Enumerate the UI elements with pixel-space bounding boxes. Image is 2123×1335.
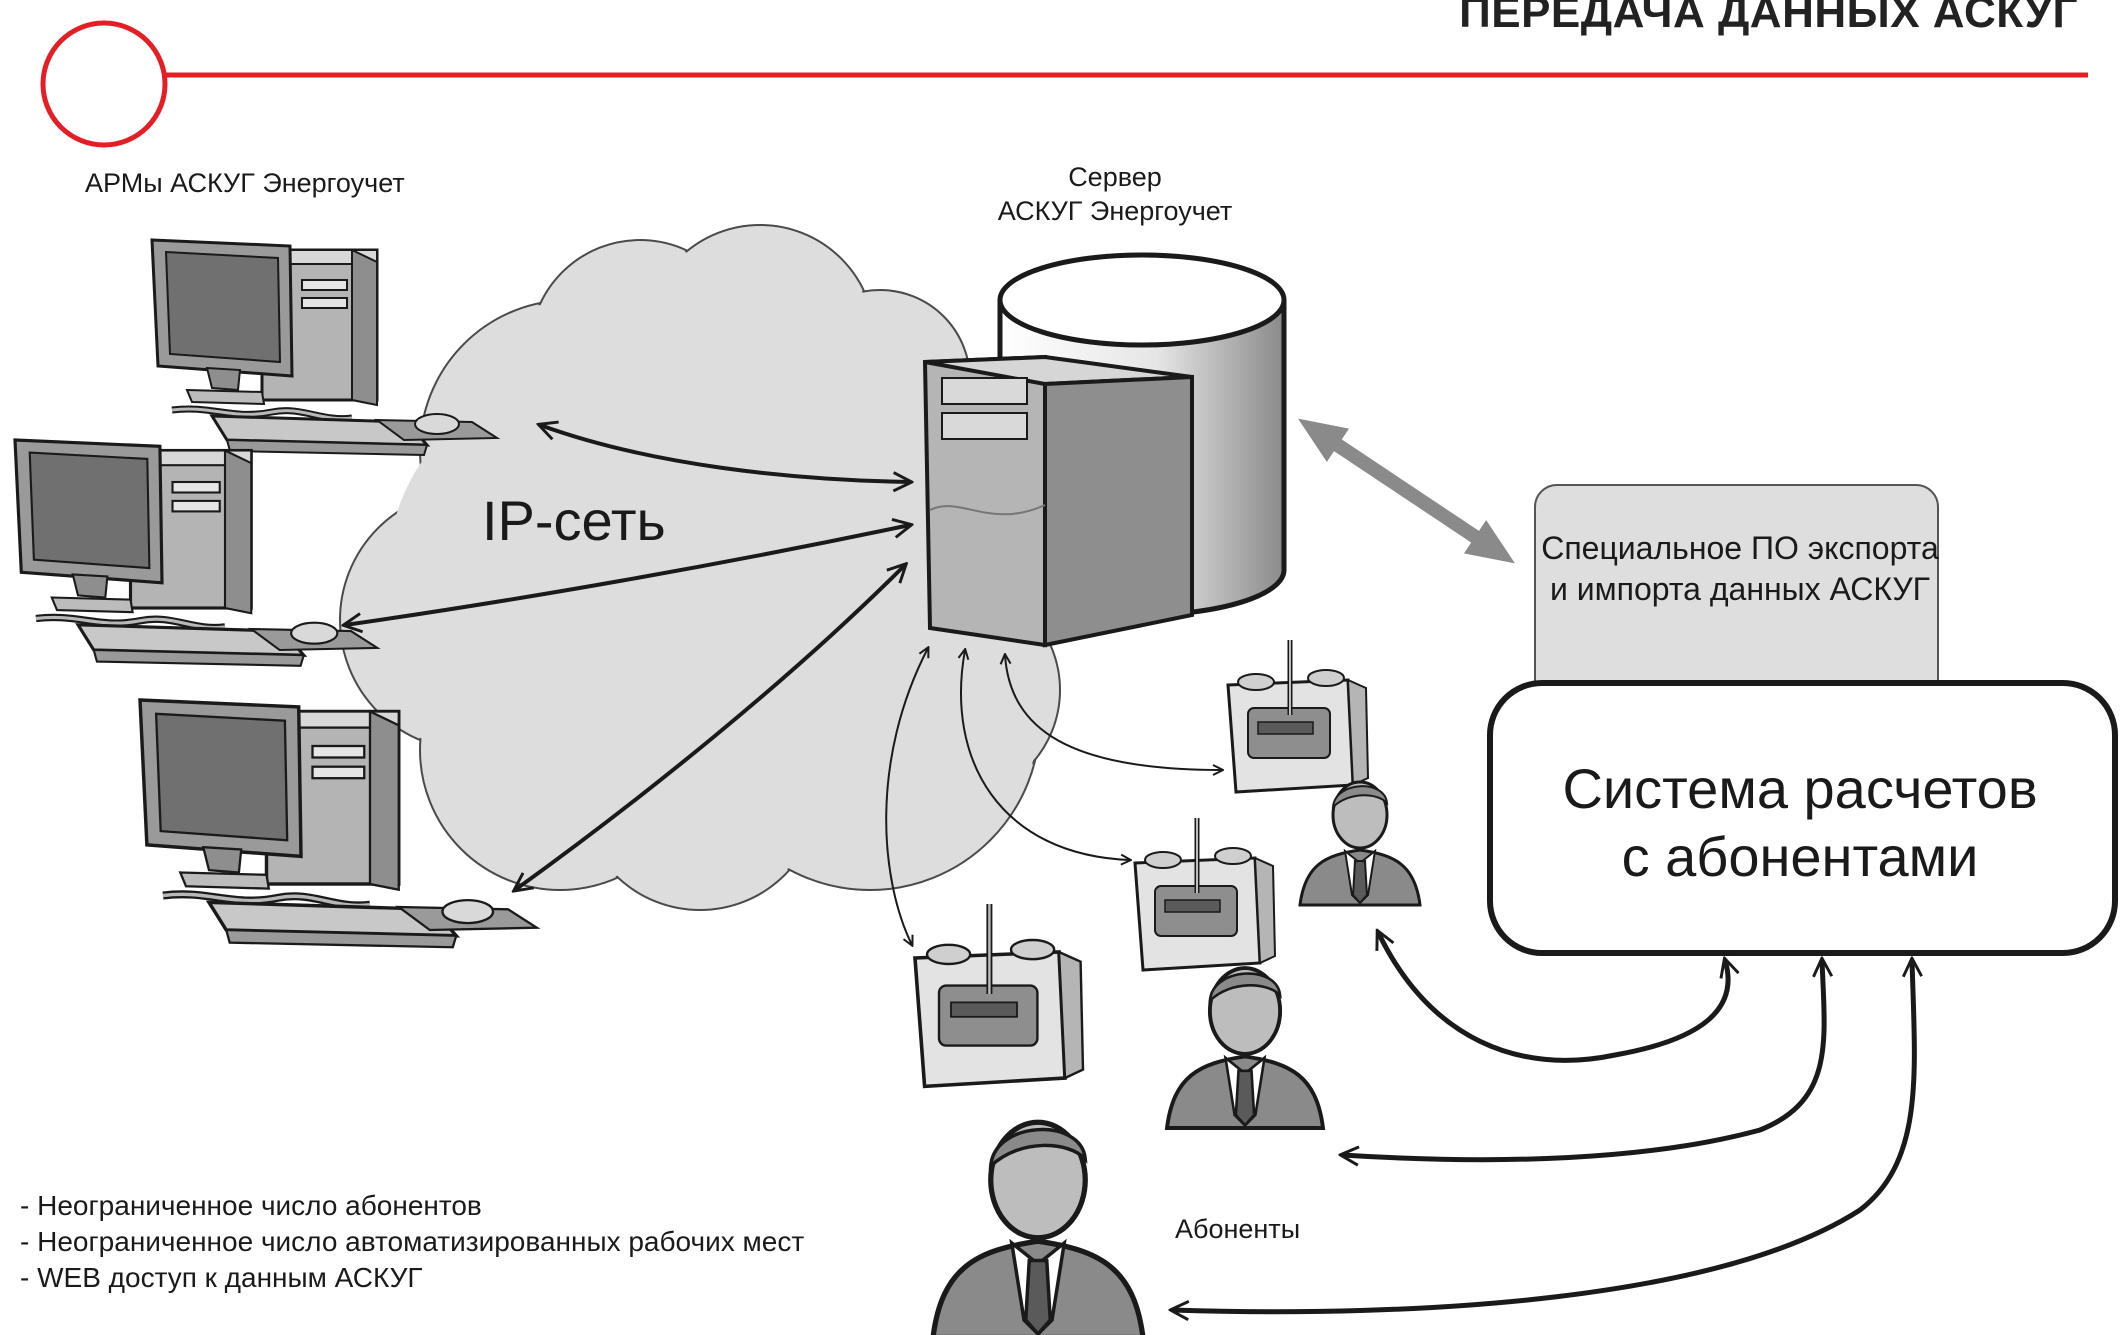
billing-system-label: Система расчетов с абонентами xyxy=(1490,755,2110,891)
export-import-arrow xyxy=(1298,418,1515,564)
workstations-label: АРМы АСКУГ Энергоучет xyxy=(85,168,405,198)
server-icon xyxy=(922,354,1194,648)
subscriber-icon xyxy=(1165,966,1325,1130)
subscriber-icon xyxy=(933,1122,1143,1335)
gas-meter-icon xyxy=(1228,640,1368,792)
header-circle xyxy=(40,20,168,148)
subscriber-icon xyxy=(1298,780,1422,907)
server-label-line1: Сервер xyxy=(1068,162,1162,192)
network-links xyxy=(345,425,910,890)
billing-system-label-line2: с абонентами xyxy=(1621,825,1979,888)
page-title: ПЕРЕДАЧА ДАННЫХ АСКУГ xyxy=(1459,0,2078,37)
gas-meter-icon xyxy=(1135,818,1275,970)
server-label: Сервер АСКУГ Энергоучет xyxy=(960,160,1270,228)
billing-system-box xyxy=(1487,680,2118,956)
meter-links xyxy=(885,648,1222,945)
billing-links xyxy=(1172,932,1914,1312)
feature-item: - WEB доступ к данным АСКУГ xyxy=(20,1262,423,1293)
feature-item: - Неограниченное число абонентов xyxy=(20,1190,482,1221)
billing-system-label-line1: Система расчетов xyxy=(1562,757,2038,820)
special-software-label: Специальное ПО экспорта и импорта данных… xyxy=(1541,530,1939,607)
ip-network-label: IP-сеть xyxy=(482,489,666,552)
workstation-icon xyxy=(15,440,377,666)
gas-meter-icon xyxy=(915,904,1083,1086)
subscribers-label: Абоненты xyxy=(1175,1214,1301,1244)
server-label-line2: АСКУГ Энергоучет xyxy=(997,196,1233,226)
feature-item: - Неограниченное число автоматизированны… xyxy=(20,1226,805,1257)
workstation-icon xyxy=(152,240,497,455)
features-list: - Неограниченное число абонентов - Неогр… xyxy=(20,1188,804,1296)
